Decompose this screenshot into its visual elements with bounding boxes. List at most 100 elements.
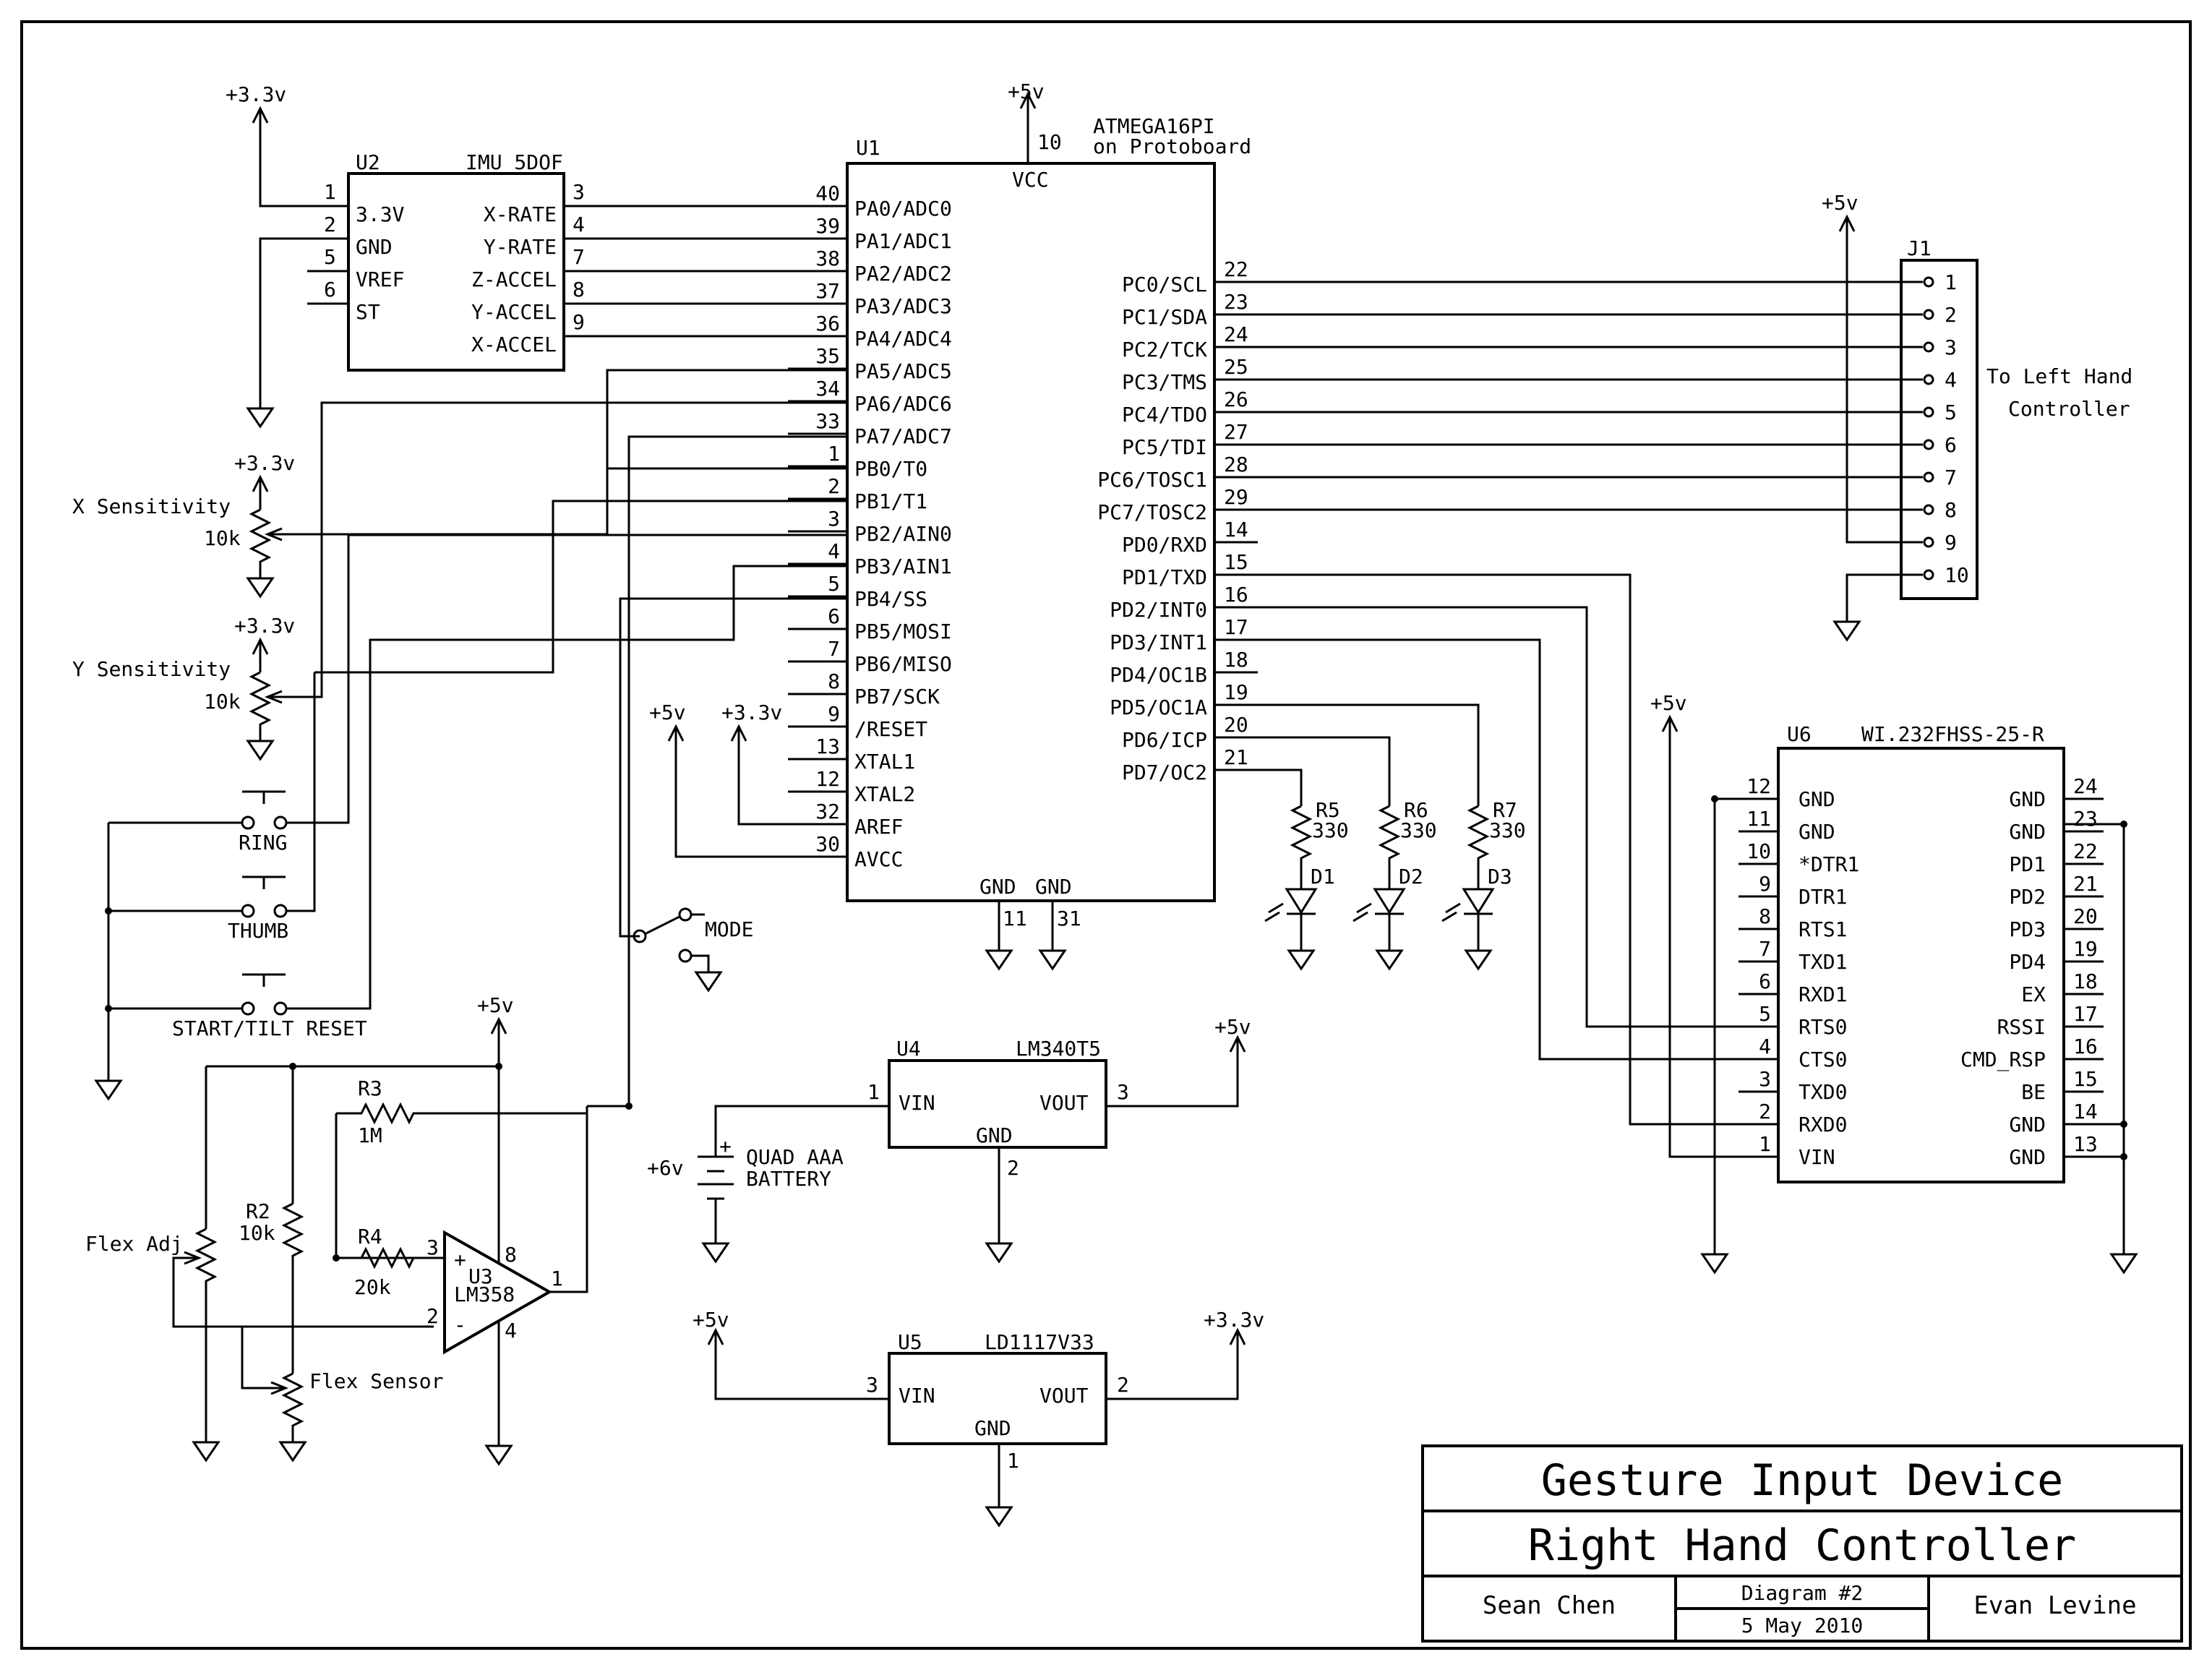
pin-label: Y-RATE xyxy=(484,235,557,259)
resistor-ref: R6 xyxy=(1404,798,1428,822)
junction xyxy=(2120,821,2127,828)
pin-number: 1 xyxy=(828,442,840,466)
pin-label: PB3/AIN1 xyxy=(854,554,952,578)
u5-name: LD1117V33 xyxy=(985,1330,1094,1354)
u1-right-pins: PC0/SCL22PC1/SDA23PC2/TCK24PC3/TMS25PC4/… xyxy=(1097,257,1923,784)
pin-label: GND xyxy=(979,875,1016,899)
resistor-value: 20k xyxy=(354,1275,391,1299)
u6-ref: U6 xyxy=(1787,722,1812,746)
pin-label: *DTR1 xyxy=(1799,852,1859,876)
rail-label: +3.3v xyxy=(721,701,782,724)
pin-label: PA3/ADC3 xyxy=(854,294,952,318)
y-sensitivity-pot: +3.3v Y Sensitivity 10k xyxy=(72,401,847,761)
pin-label: CTS0 xyxy=(1799,1048,1847,1071)
pin-number: 8 xyxy=(1945,498,1957,522)
u2-imu: U2 IMU 5DOF 3.3V GND VREF ST 1 2 5 6 X-R… xyxy=(324,150,585,372)
pin-number: 2 xyxy=(828,474,840,498)
junction xyxy=(2120,1153,2127,1160)
pin-number: 16 xyxy=(2073,1035,2098,1058)
pin-label: PB0/T0 xyxy=(854,457,927,481)
pin-number: 37 xyxy=(815,279,840,303)
led-d1: R5 330 D1 xyxy=(1214,768,1349,971)
u6-radio: U6 WI.232FHSS-25-R GND12GND11*DTR110DTR1… xyxy=(1650,691,2138,1275)
pin-number: 7 xyxy=(573,245,585,269)
button-label: START/TILT RESET xyxy=(172,1016,367,1040)
pin-label: GND xyxy=(2009,1113,2046,1136)
u1-mcu: U1 ATMEGA16PI on Protoboard VCC 10 +5v G… xyxy=(788,80,1923,971)
j1-pin xyxy=(1923,276,1934,288)
pin-label: GND xyxy=(976,1123,1013,1147)
uart-wires xyxy=(1214,541,1775,1126)
button-label: THUMB xyxy=(228,919,288,943)
pin-number: 1 xyxy=(551,1267,563,1290)
resistor-ref: R5 xyxy=(1316,798,1340,822)
pin-number: 3 xyxy=(1945,335,1957,359)
resistor-value: 330 xyxy=(1489,818,1526,842)
rail-label: +3.3v xyxy=(234,614,295,638)
pin-label: PB2/AIN0 xyxy=(854,522,952,546)
pin-number: 1 xyxy=(1759,1132,1771,1156)
pin-label: RTS1 xyxy=(1799,917,1847,941)
pin-number: 18 xyxy=(1224,648,1248,672)
junction xyxy=(1711,795,1718,802)
mode-switch: MODE xyxy=(633,907,753,993)
pin-label: PA5/ADC5 xyxy=(854,359,952,383)
pin-number: 9 xyxy=(1759,872,1771,896)
pin-label: VOUT xyxy=(1039,1384,1089,1408)
button-label: RING xyxy=(239,831,287,855)
pin-label: PA1/ADC1 xyxy=(854,229,952,253)
pin-number: 2 xyxy=(324,213,336,236)
pin-number: 6 xyxy=(1945,433,1957,457)
pin-number: 4 xyxy=(505,1319,517,1343)
pin-number: 5 xyxy=(1759,1002,1771,1026)
pin-number: 3 xyxy=(1117,1080,1129,1104)
pin-label: PB6/MISO xyxy=(854,652,952,676)
pin-number: 6 xyxy=(828,604,840,628)
pin-number: 4 xyxy=(1759,1035,1771,1058)
pin-number: 21 xyxy=(1224,745,1248,769)
u4-regulator: U4 LM340T5 VIN VOUT GND 1 3 2 +5v xyxy=(714,1015,1251,1264)
title: Gesture Input Device xyxy=(1541,1455,2063,1506)
pin-label: XTAL2 xyxy=(854,782,915,806)
junction xyxy=(495,1063,502,1070)
pin-label: PC5/TDI xyxy=(1122,435,1207,459)
date: 5 May 2010 xyxy=(1741,1614,1864,1637)
pin-number: 9 xyxy=(573,310,585,334)
resistor-value: 330 xyxy=(1400,818,1437,842)
rail-label: +6v xyxy=(647,1156,684,1180)
opamp-minus: - xyxy=(454,1313,466,1337)
pin-number: 3 xyxy=(866,1373,878,1397)
pin-number: 12 xyxy=(815,767,840,791)
pin-number: 23 xyxy=(1224,290,1248,314)
imu-to-adc-wires xyxy=(564,205,847,338)
pin-number: 20 xyxy=(2073,904,2098,928)
rail-label: +5v xyxy=(1214,1015,1251,1039)
u3-name: LM358 xyxy=(454,1283,515,1306)
pin-label: PD4 xyxy=(2009,950,2046,974)
pin-number: 15 xyxy=(2073,1067,2098,1091)
led-d2: R6 330 D2 xyxy=(1214,736,1437,971)
pin-label: PA0/ADC0 xyxy=(854,197,952,220)
pot-value: 10k xyxy=(204,526,241,550)
led-ref: D2 xyxy=(1399,865,1423,888)
pin-number: 23 xyxy=(2073,807,2098,831)
j1-pin xyxy=(1923,309,1934,320)
pin-number: 1 xyxy=(1945,270,1957,294)
pin-number: 1 xyxy=(1007,1449,1019,1473)
battery-plus: + xyxy=(719,1134,732,1158)
pin-label: BE xyxy=(2021,1080,2046,1104)
pot-value: 10k xyxy=(204,690,241,714)
x-sensitivity-pot: +3.3v X Sensitivity 10k xyxy=(72,369,847,599)
pin-number: 12 xyxy=(1746,774,1771,798)
pin-number: 10 xyxy=(1037,130,1062,154)
pin-label: GND xyxy=(1035,875,1072,899)
rail-label: +5v xyxy=(1650,691,1687,715)
u1-subtitle: on Protoboard xyxy=(1093,134,1251,158)
pot-label: Y Sensitivity xyxy=(72,657,231,681)
pin-number: 7 xyxy=(1945,466,1957,489)
pot-label: Flex Adj xyxy=(85,1232,183,1256)
pin-number: 19 xyxy=(2073,937,2098,961)
pin-label: /RESET xyxy=(854,717,927,741)
pin-label: GND xyxy=(1799,820,1835,844)
